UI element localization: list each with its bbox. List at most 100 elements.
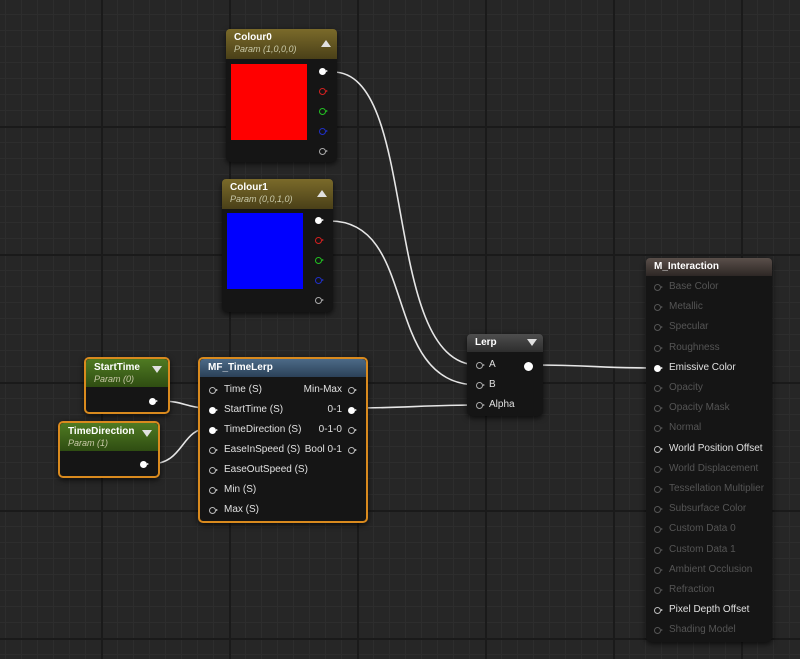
- r-output-pin-icon[interactable]: [315, 237, 324, 244]
- r-output-pin-icon[interactable]: [319, 88, 328, 95]
- starttime-node[interactable]: StartTime Param (0): [84, 357, 170, 414]
- g-output-pin-icon[interactable]: [315, 257, 324, 264]
- material-input-label: Roughness: [669, 341, 720, 353]
- material-input-label: Custom Data 0: [669, 523, 736, 535]
- colour0-node[interactable]: Colour0 Param (1,0,0,0): [226, 29, 337, 162]
- rgb-output-pin-icon[interactable]: [315, 217, 324, 224]
- input-label: EaseInSpeed (S): [224, 444, 301, 455]
- colour1-title: Colour1: [230, 182, 268, 193]
- lerp-title: Lerp: [475, 337, 497, 348]
- material-input-label: World Displacement: [669, 462, 759, 474]
- material-input-pin-icon[interactable]: [654, 546, 663, 554]
- material-input-pin-icon[interactable]: [654, 526, 663, 534]
- 0-1-0-output-pin-icon[interactable]: [348, 427, 357, 434]
- wire-lerp-to-emissive: [532, 364, 656, 369]
- mf-timelerp-node[interactable]: MF_TimeLerp Time (S) StartTime (S) TimeD…: [198, 357, 368, 523]
- b-output-pin-icon[interactable]: [319, 128, 328, 135]
- wire-colour0-to-lerp-a: [332, 71, 479, 366]
- timedirection-title: TimeDirection: [68, 426, 135, 437]
- expand-arrow-icon[interactable]: [152, 366, 162, 373]
- material-input-label: World Position Offset: [669, 442, 763, 454]
- timedirection-output-pin-icon[interactable]: [140, 461, 149, 468]
- material-input-pin-icon[interactable]: [654, 304, 663, 312]
- material-input-pin-icon[interactable]: [654, 344, 663, 352]
- material-input-label: Normal: [669, 422, 702, 434]
- lerp-output-pin-icon[interactable]: [524, 362, 533, 371]
- 0-1-output-pin-icon[interactable]: [348, 407, 357, 414]
- material-input-pin-icon[interactable]: [654, 566, 663, 574]
- material-input-pin-icon[interactable]: [654, 445, 663, 453]
- starttime-output-pin-icon[interactable]: [149, 398, 158, 405]
- mf-timelerp-header[interactable]: MF_TimeLerp: [200, 359, 366, 377]
- material-input-label: Specular: [669, 321, 709, 333]
- material-input-pin-icon[interactable]: [654, 284, 663, 291]
- starttime-input-pin-icon[interactable]: [209, 407, 218, 414]
- colour1-header[interactable]: Colour1 Param (0,0,1,0): [222, 179, 333, 209]
- material-input-pin-icon[interactable]: [654, 324, 663, 332]
- input-label: StartTime (S): [224, 404, 284, 415]
- lerp-header[interactable]: Lerp: [467, 334, 543, 352]
- material-input-label: Custom Data 1: [669, 543, 736, 555]
- min-input-pin-icon[interactable]: [209, 487, 218, 494]
- material-input-label: Base Color: [669, 281, 719, 292]
- mf-timelerp-title: MF_TimeLerp: [208, 362, 273, 373]
- b-input-pin-icon[interactable]: [476, 382, 485, 389]
- easeinspeed-input-pin-icon[interactable]: [209, 447, 218, 454]
- material-header[interactable]: M_Interaction: [646, 258, 772, 276]
- collapse-arrow-icon[interactable]: [321, 40, 331, 47]
- material-input-label: Shading Model: [669, 624, 736, 636]
- material-input-label: Tessellation Multiplier: [669, 483, 765, 494]
- material-input-label: Metallic: [669, 301, 703, 313]
- material-input-pin-icon[interactable]: [654, 506, 663, 514]
- b-output-pin-icon[interactable]: [315, 277, 324, 284]
- input-label: Alpha: [489, 399, 515, 410]
- material-input-label: Emissive Color: [669, 361, 736, 373]
- a-output-pin-icon[interactable]: [319, 148, 328, 155]
- input-label: A: [489, 359, 496, 370]
- input-label: Max (S): [224, 504, 259, 515]
- material-input-pin-icon[interactable]: [654, 364, 663, 372]
- g-output-pin-icon[interactable]: [319, 108, 328, 115]
- time-input-pin-icon[interactable]: [209, 387, 218, 394]
- starttime-title: StartTime: [94, 362, 140, 373]
- material-input-label: Opacity: [669, 382, 703, 393]
- timedirection-node[interactable]: TimeDirection Param (1): [58, 421, 160, 478]
- material-input-pin-icon[interactable]: [654, 607, 663, 615]
- material-input-pin-icon[interactable]: [654, 425, 663, 433]
- lerp-node[interactable]: Lerp A B Alpha: [467, 334, 543, 416]
- max-input-pin-icon[interactable]: [209, 507, 218, 514]
- bool-0-1-output-pin-icon[interactable]: [348, 447, 357, 454]
- input-label: EaseOutSpeed (S): [224, 464, 308, 475]
- material-input-pin-icon[interactable]: [654, 627, 663, 635]
- material-input-label: Refraction: [669, 584, 715, 595]
- alpha-input-pin-icon[interactable]: [476, 402, 485, 409]
- material-input-pin-icon[interactable]: [654, 465, 663, 473]
- rgb-output-pin-icon[interactable]: [319, 68, 328, 75]
- input-label: TimeDirection (S): [224, 424, 302, 435]
- material-input-pin-icon[interactable]: [654, 486, 663, 493]
- a-input-pin-icon[interactable]: [476, 362, 485, 369]
- material-input-label: Subsurface Color: [669, 503, 747, 515]
- timedirection-input-pin-icon[interactable]: [209, 427, 218, 434]
- material-input-label: Pixel Depth Offset: [669, 604, 750, 616]
- colour0-header[interactable]: Colour0 Param (1,0,0,0): [226, 29, 337, 59]
- expand-arrow-icon[interactable]: [527, 339, 537, 346]
- material-input-pin-icon[interactable]: [654, 405, 663, 413]
- a-output-pin-icon[interactable]: [315, 297, 324, 304]
- material-input-label: Ambient Occlusion: [669, 563, 753, 575]
- colour1-swatch: [227, 213, 303, 289]
- timedirection-param: Param (1): [68, 438, 109, 448]
- collapse-arrow-icon[interactable]: [317, 190, 327, 197]
- material-input-pin-icon[interactable]: [654, 587, 663, 594]
- colour0-swatch: [231, 64, 307, 140]
- colour1-node[interactable]: Colour1 Param (0,0,1,0): [222, 179, 333, 312]
- starttime-header[interactable]: StartTime Param (0): [86, 359, 168, 387]
- expand-arrow-icon[interactable]: [142, 430, 152, 437]
- material-input-pin-icon[interactable]: [654, 385, 663, 392]
- timedirection-header[interactable]: TimeDirection Param (1): [60, 423, 158, 451]
- min-max-output-pin-icon[interactable]: [348, 387, 357, 394]
- output-label: Min-Max: [303, 384, 342, 395]
- output-label: 0-1-0: [318, 424, 342, 435]
- easeoutspeed-input-pin-icon[interactable]: [209, 467, 218, 474]
